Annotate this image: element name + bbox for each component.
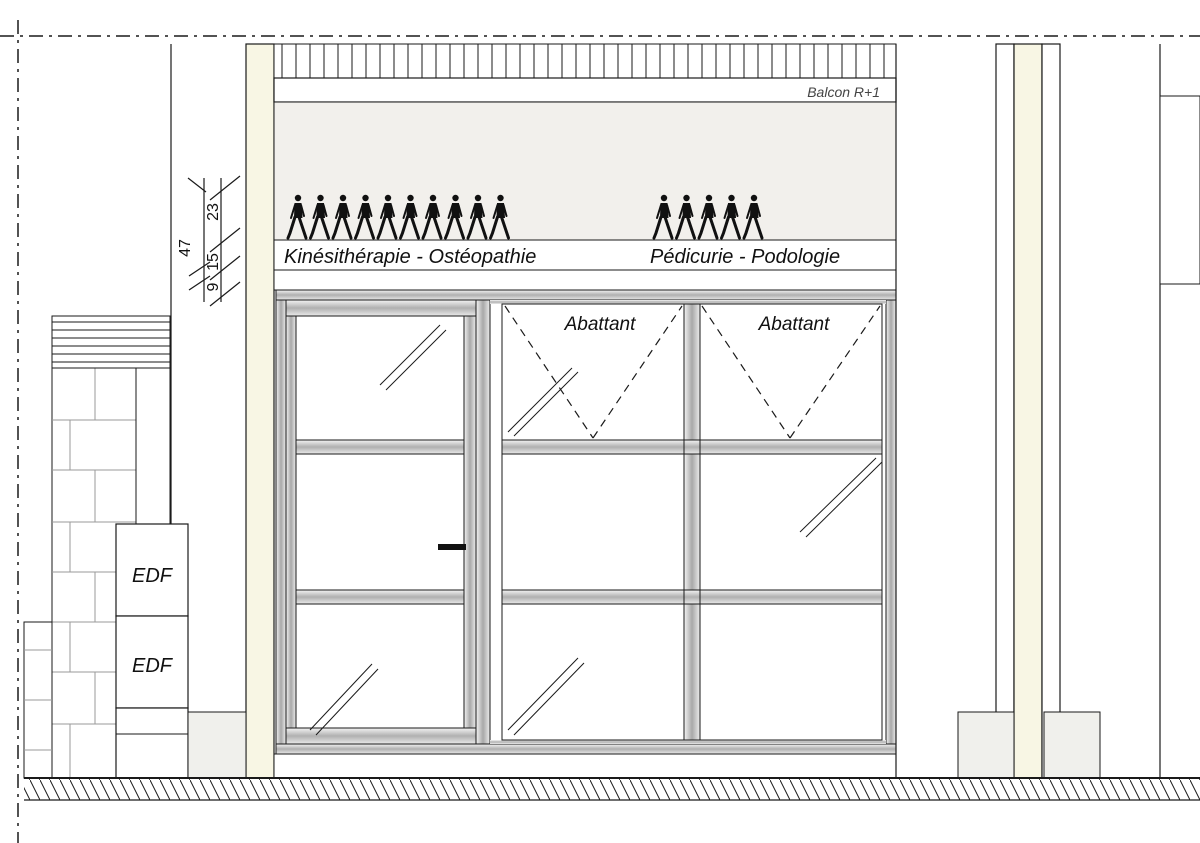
entry-door[interactable] — [285, 299, 477, 745]
dim-part-2: 15 — [205, 253, 222, 271]
sign-text-band — [273, 239, 897, 271]
transom-left-label: Abattant — [564, 314, 636, 335]
sign-right-text: Pédicurie - Podologie — [650, 246, 840, 268]
dim-part-1: 9 — [205, 282, 222, 291]
edf-label-1: EDF — [132, 565, 174, 587]
door-handle[interactable] — [438, 544, 466, 550]
edf-meter-boxes: EDF EDF — [115, 523, 189, 779]
dim-part-3: 23 — [205, 203, 222, 221]
left-pilaster — [245, 43, 275, 779]
dimension-chain — [187, 175, 241, 307]
transom-right-label: Abattant — [758, 314, 830, 335]
balcony-label: Balcon R+1 — [807, 84, 880, 100]
balcony-railing: Balcon R+1 — [273, 43, 897, 103]
ground-line — [24, 777, 1200, 801]
sign-left-text: Kinésithérapie - Ostéopathie — [284, 246, 536, 268]
dim-total: 47 — [177, 239, 194, 257]
left-plinth — [187, 711, 247, 779]
sign-band — [273, 101, 897, 241]
right-facade — [895, 43, 1200, 779]
edf-label-2: EDF — [132, 655, 174, 677]
shopfront-base — [273, 753, 897, 779]
lintel — [273, 269, 897, 291]
fixed-window: Abattant Abattant — [489, 299, 887, 745]
